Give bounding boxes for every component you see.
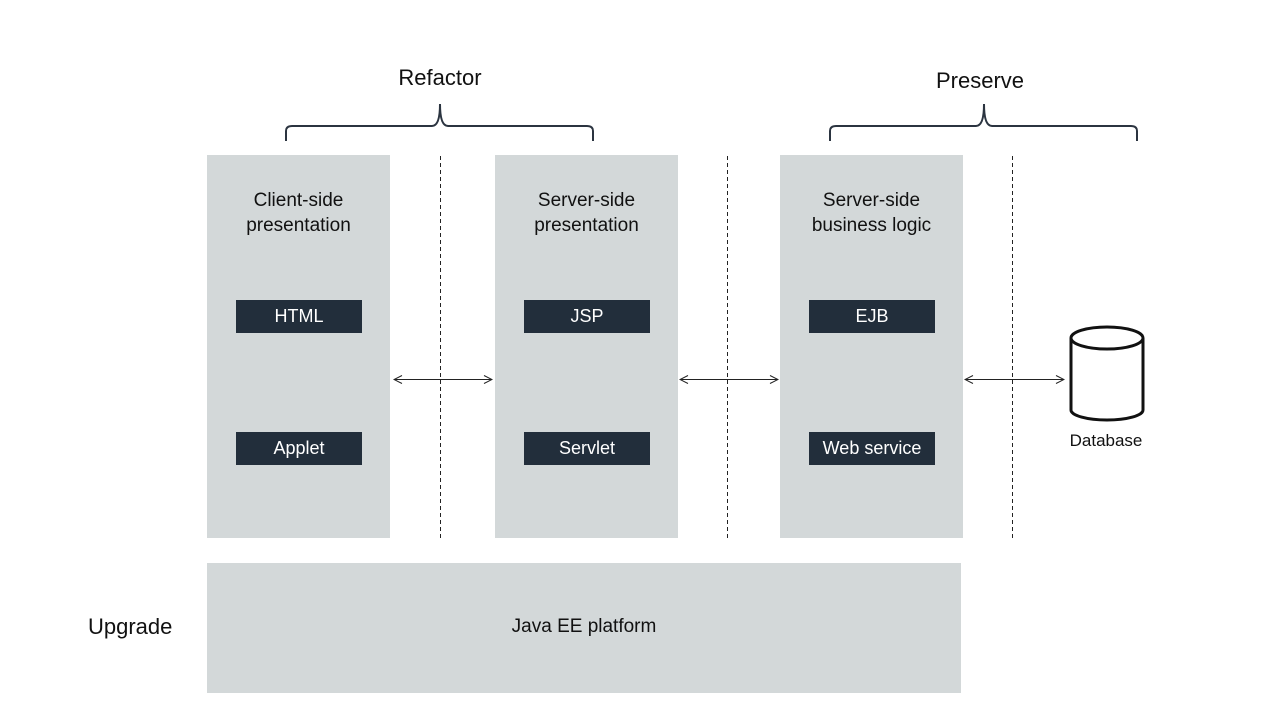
refactor-label: Refactor	[398, 65, 482, 90]
upgrade-label: Upgrade	[88, 614, 173, 639]
column-title: Client-side presentation	[246, 190, 351, 236]
applet-tag: Applet	[236, 432, 362, 465]
preserve-bracket	[829, 103, 1138, 141]
column-title: Server-side presentation	[534, 190, 639, 236]
servlet-tag: Servlet	[524, 432, 650, 465]
database-label: Database	[1069, 431, 1143, 450]
java-ee-platform-bar: Java EE platform	[207, 563, 961, 693]
column-title: Server-side business logic	[811, 190, 932, 236]
database-icon	[1069, 325, 1145, 422]
ejb-tag: EJB	[809, 300, 935, 333]
preserve-label: Preserve	[935, 68, 1025, 93]
refactor-bracket	[285, 103, 594, 141]
web-service-tag: Web service	[809, 432, 935, 465]
client-side-presentation-column: Client-side presentation HTML Applet	[207, 155, 390, 538]
html-tag: HTML	[236, 300, 362, 333]
platform-label: Java EE platform	[511, 616, 657, 637]
server-side-business-logic-column: Server-side business logic EJB Web servi…	[780, 155, 963, 538]
jsp-tag: JSP	[524, 300, 650, 333]
server-side-presentation-column: Server-side presentation JSP Servlet	[495, 155, 678, 538]
